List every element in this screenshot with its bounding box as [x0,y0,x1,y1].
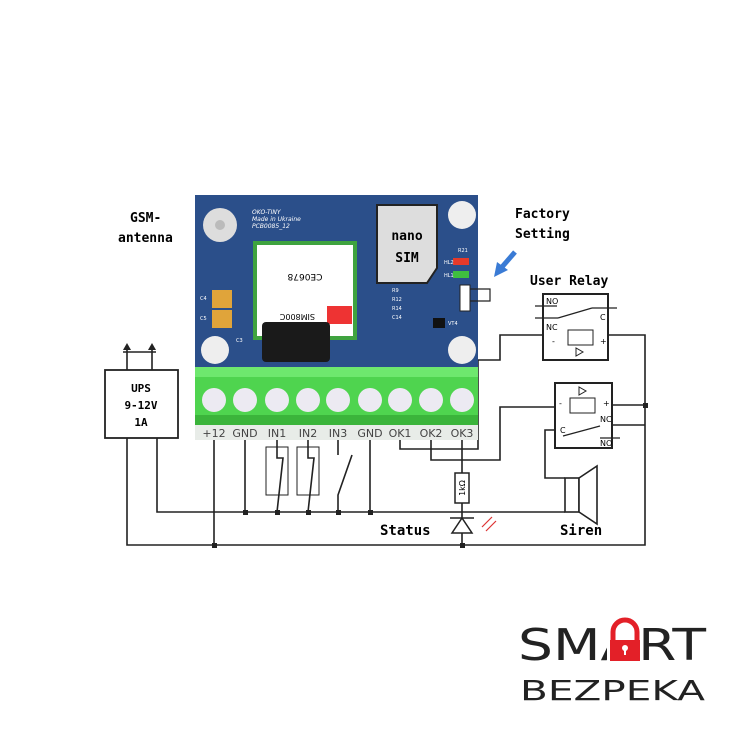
svg-text:C: C [560,426,566,435]
svg-text:R21: R21 [458,248,468,254]
terminal-label: IN2 [299,427,317,440]
terminal-label: IN1 [268,427,286,440]
terminal-label: GND [232,427,257,440]
gsm-board: OKO-TINY Made in Ukraine PCB0085_12 CE06… [195,195,491,370]
svg-text:C5: C5 [200,316,207,322]
capacitor [262,322,330,362]
resistor-label: 1kΩ [458,480,467,496]
svg-text:R14: R14 [392,306,402,312]
terminal-block: +12 GND IN1 IN2 IN3 GND OK1 OK2 OK3 [195,367,478,440]
terminal-screw [450,388,474,412]
siren-label: Siren [560,523,602,539]
sim-slot [376,204,438,284]
svg-text:C3: C3 [236,338,243,344]
status-led-icon [450,516,497,534]
svg-text:C14: C14 [392,315,402,321]
siren-icon [564,464,598,526]
wires [126,334,648,548]
svg-text:UPS: UPS [131,382,151,395]
status-label: Status [380,523,431,539]
terminal-screw [419,388,443,412]
svg-text:1A: 1A [134,416,148,429]
svg-text:9-12V: 9-12V [124,399,157,412]
terminal-screw [202,388,226,412]
terminal-label: OK3 [451,427,474,440]
terminal-screw [296,388,320,412]
svg-text:VT4: VT4 [448,321,458,327]
svg-text:NO: NO [600,439,612,448]
user-relay: NO NC C - + [535,293,617,361]
svg-text:NC: NC [546,323,558,332]
svg-text:OKO-TINY: OKO-TINY [252,209,282,216]
factory-jumper [459,284,471,312]
smart-bezpeka-logo: SMART BEZPEKA [518,617,706,707]
svg-text:BEZPEKA: BEZPEKA [520,674,705,707]
terminal-screw [233,388,257,412]
svg-text:R9: R9 [392,288,399,294]
gsm-antenna-label: GSM- [130,211,161,226]
terminal-screw [388,388,412,412]
svg-text:C4: C4 [200,296,207,302]
arrow-icon [494,250,517,277]
svg-text:SIM: SIM [395,251,419,266]
terminal-label: GND [357,427,382,440]
terminal-label: +12 [202,427,225,440]
ups-power-supply: UPS 9-12V 1A [104,343,179,439]
svg-text:PCB0085_12: PCB0085_12 [252,223,290,230]
svg-text:C: C [600,313,606,322]
user-relay-label: User Relay [530,274,608,289]
svg-text:NO: NO [546,297,558,306]
svg-text:-: - [559,399,562,408]
siren-relay: - + NC C NO [554,382,620,449]
resistor [454,472,470,504]
terminal-label: OK2 [420,427,443,440]
gsm-antenna-label-2: antenna [118,231,173,246]
svg-text:Made in Ukraine: Made in Ukraine [252,216,301,223]
svg-text:+: + [603,399,610,408]
svg-text:nano: nano [391,229,422,244]
factory-setting-label-2: Setting [515,227,570,242]
svg-text:R12: R12 [392,297,402,303]
svg-text:HL2: HL2 [444,260,454,266]
terminal-screw [265,388,289,412]
svg-text:NC: NC [600,415,612,424]
svg-text:-: - [552,337,555,346]
svg-text:+: + [600,337,607,346]
terminal-label: OK1 [389,427,412,440]
terminal-label: IN3 [329,427,347,440]
terminal-screw [358,388,382,412]
factory-setting-label: Factory [515,207,570,222]
svg-text:CE0678: CE0678 [287,271,322,281]
svg-text:SIM800C: SIM800C [279,312,315,321]
svg-text:HL1: HL1 [444,273,454,279]
terminal-screw [326,388,350,412]
